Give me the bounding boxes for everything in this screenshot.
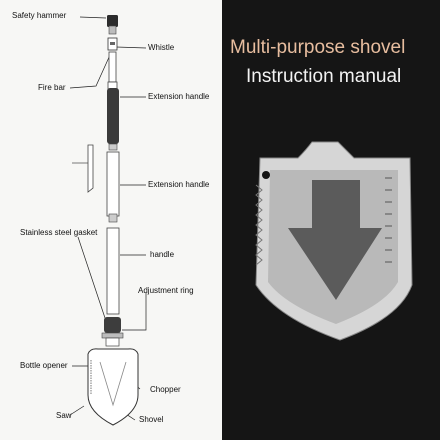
extension-handle-2-part	[106, 151, 120, 223]
adjustment-ring-part	[101, 317, 124, 347]
label-saw: Saw	[56, 411, 72, 420]
label-stainless-steel-gasket: Stainless steel gasket	[20, 228, 98, 237]
label-handle: handle	[150, 250, 175, 259]
shovel-head-part	[87, 348, 139, 426]
fire-bar-part	[108, 51, 117, 83]
label-extension-handle-2: Extension handle	[148, 180, 210, 189]
safety-hammer-part	[107, 15, 118, 35]
label-whistle: Whistle	[148, 43, 175, 52]
whistle-part	[107, 37, 118, 51]
extension-handle-1-part	[107, 81, 119, 151]
label-shovel: Shovel	[139, 415, 164, 424]
shovel-photo	[255, 141, 413, 341]
manual-title-line1: Multi-purpose shovel	[230, 37, 406, 58]
label-adjustment-ring: Adjustment ring	[138, 286, 194, 295]
manual-title-line2: Instruction manual	[246, 66, 402, 87]
handle-part	[106, 227, 120, 315]
label-safety-hammer: Safety hammer	[12, 11, 67, 20]
label-extension-handle-1: Extension handle	[148, 92, 210, 101]
label-fire-bar: Fire bar	[38, 83, 66, 92]
side-tool-part	[72, 144, 94, 193]
label-chopper: Chopper	[150, 385, 181, 394]
label-bottle-opener: Bottle opener	[20, 361, 68, 370]
